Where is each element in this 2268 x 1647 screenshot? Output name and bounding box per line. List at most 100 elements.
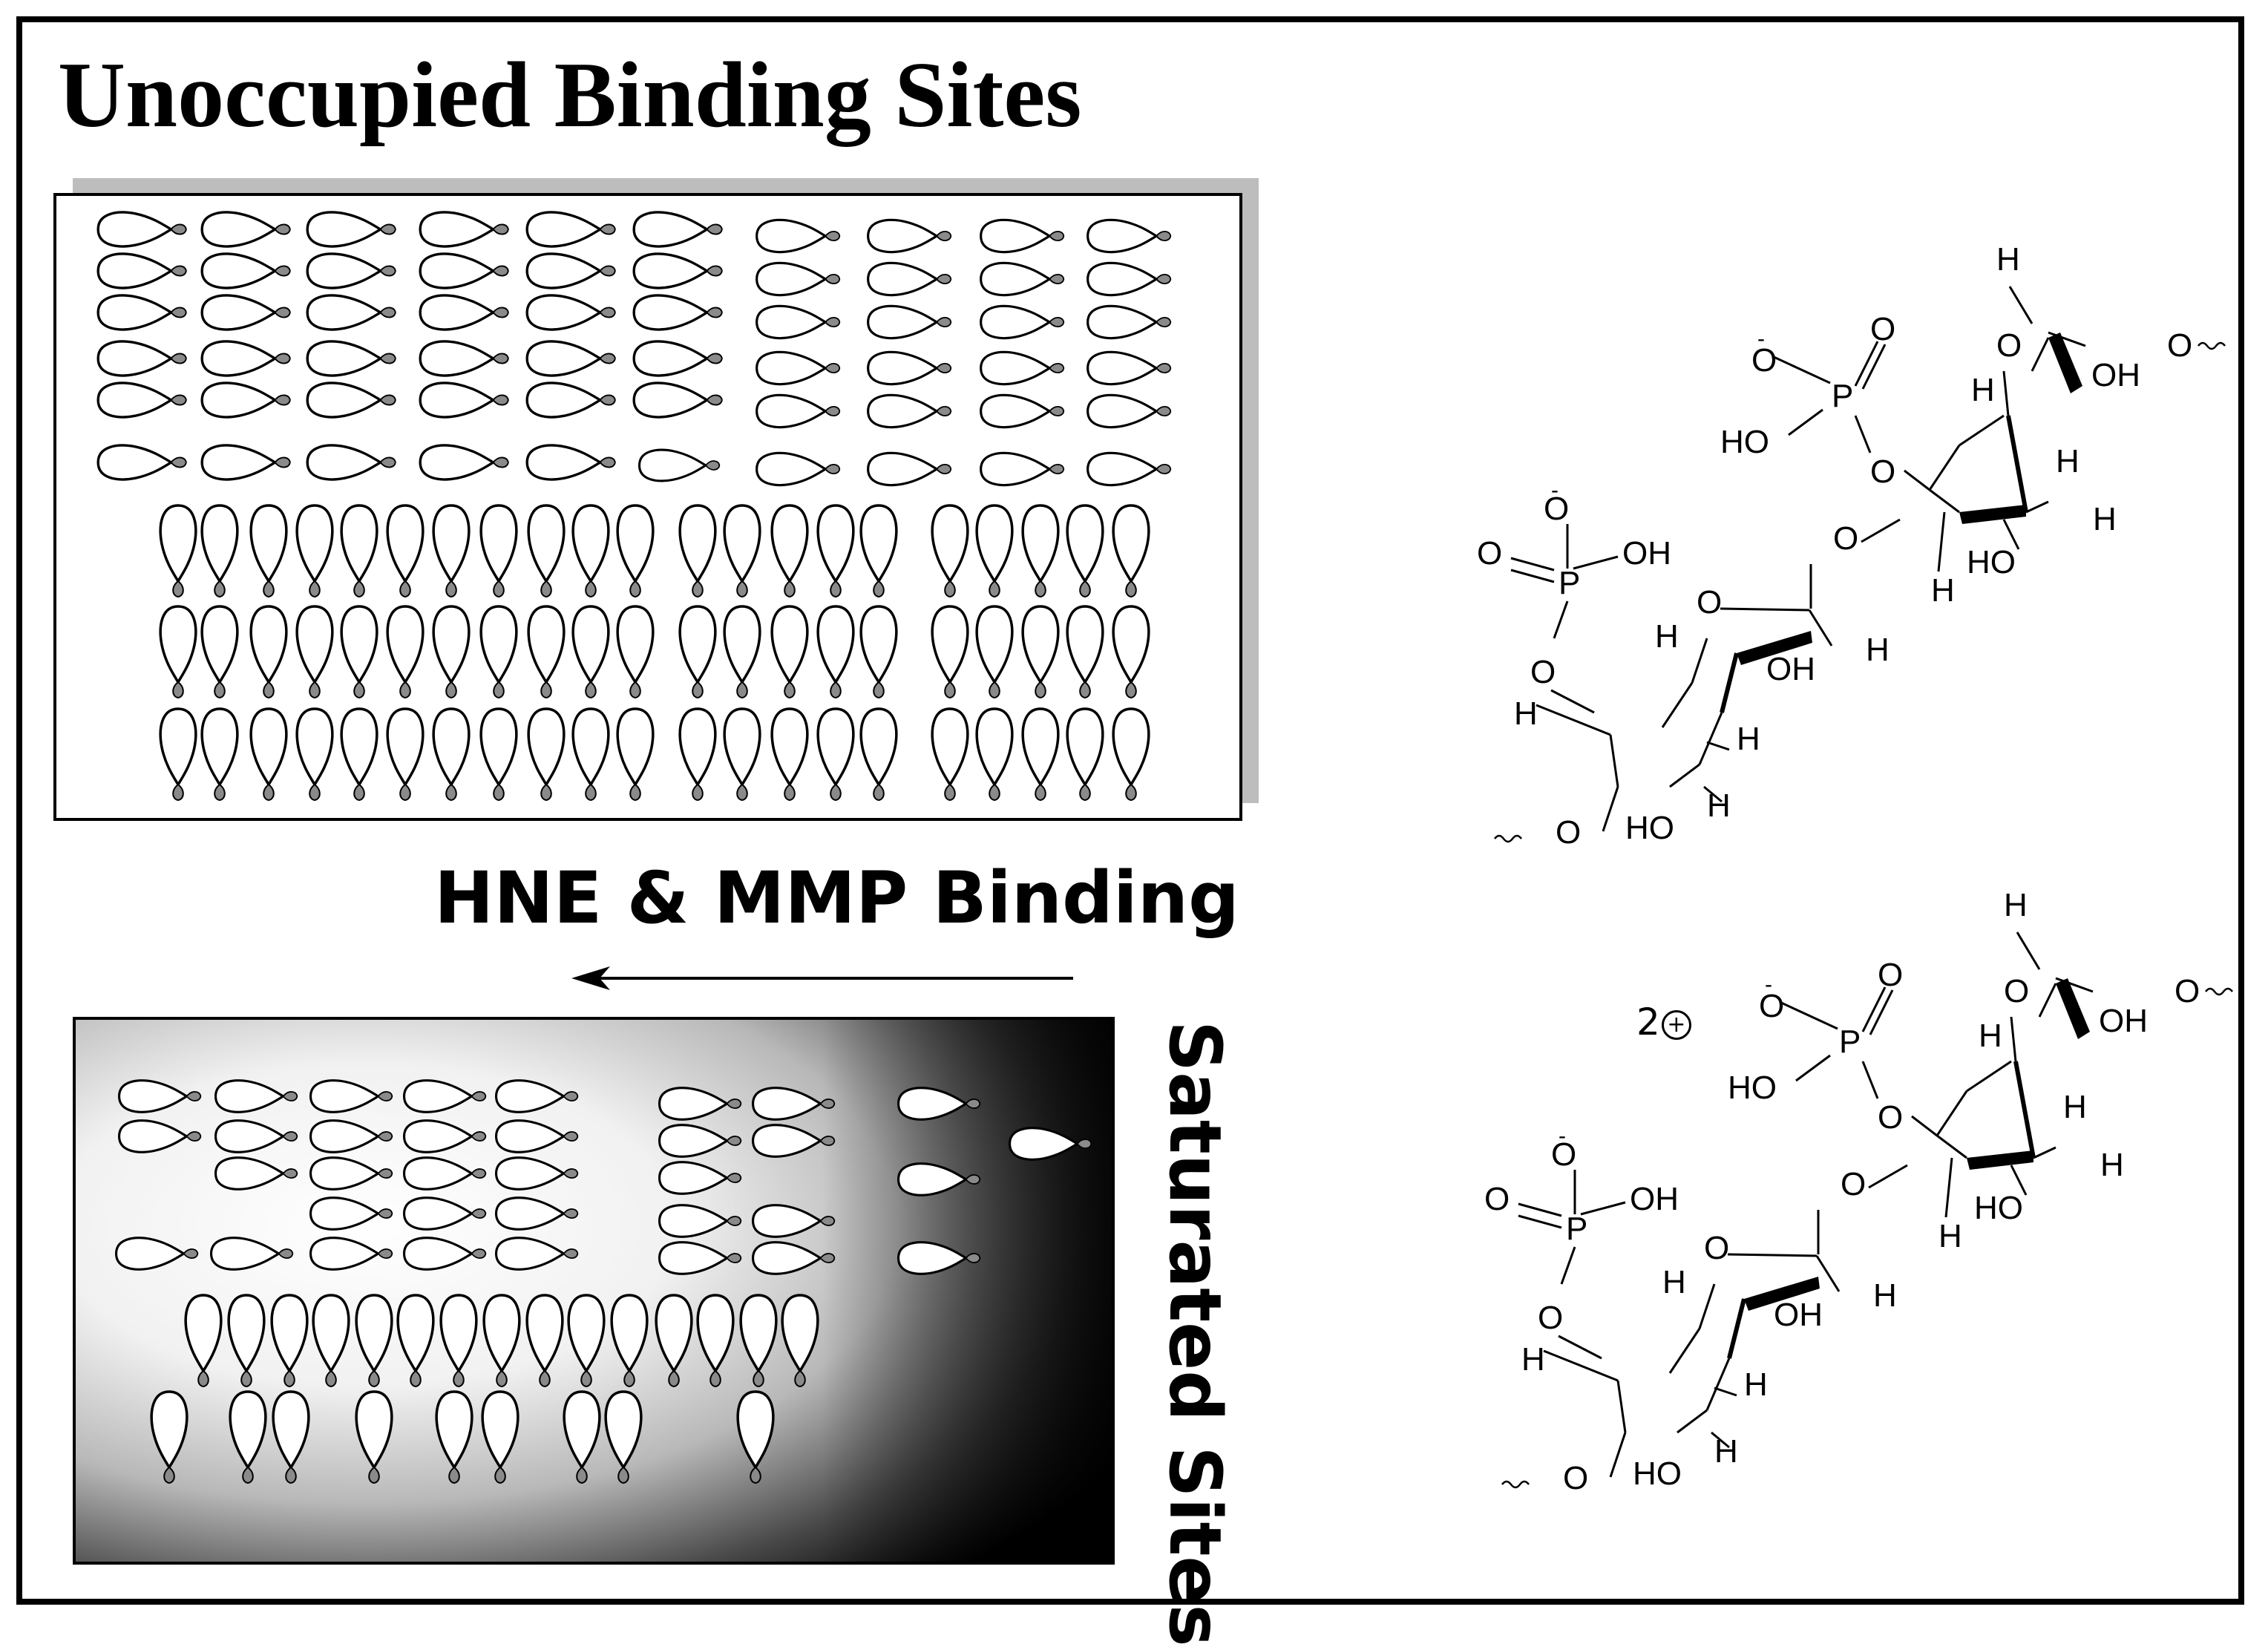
bond-line <box>2013 1061 2036 1159</box>
bond-line <box>1727 1298 1746 1359</box>
bond-line <box>1944 1157 1953 1218</box>
atom-label: O <box>1759 988 1784 1024</box>
atom-label: O <box>2174 973 2200 1009</box>
atom-label: HO <box>1967 544 2016 580</box>
bond-line <box>1536 704 1611 736</box>
atom-label: OH <box>1766 651 1815 687</box>
atom-label: H <box>1873 1277 1897 1314</box>
atom-label: O <box>1477 535 1502 572</box>
bond-line <box>1558 1335 1602 1360</box>
bond-line <box>1609 734 1619 788</box>
bond-line <box>1543 1349 1619 1382</box>
atom-label: - <box>1551 478 1559 502</box>
atom-label: OH <box>2099 1003 2148 1039</box>
atom-label: H <box>1971 372 1995 408</box>
atom-label: O <box>1697 584 1722 621</box>
bond-line <box>1518 1214 1562 1229</box>
charge-label: 2+ <box>1636 1003 1691 1041</box>
atom-label: H <box>2063 1089 2087 1125</box>
atom-label: H <box>1866 632 1890 668</box>
wedge-bond <box>1737 631 1812 665</box>
bond-line <box>1518 1202 1562 1217</box>
atom-label: O <box>1551 1136 1576 1173</box>
positive-charge-icon: + <box>1661 1010 1691 1040</box>
bond-line <box>2033 1146 2056 1159</box>
atom-label: O <box>1878 957 1903 993</box>
wavy-bond-icon <box>1494 834 1522 843</box>
bond-line <box>2002 519 2020 550</box>
bond-line <box>1911 1115 1938 1137</box>
bond-line <box>1854 341 1879 387</box>
atom-label: O <box>2167 327 2192 364</box>
bond-line <box>1788 408 1823 436</box>
atom-label: HO <box>1633 1456 1682 1492</box>
bond-line <box>2038 983 2057 1018</box>
bond-line <box>1691 638 1708 684</box>
atom-label: HO <box>1974 1190 2023 1226</box>
wedge-bond <box>1967 1150 2033 1170</box>
bond-line <box>1510 557 1555 572</box>
bond-line <box>2010 1165 2028 1196</box>
bond-line <box>1868 1164 1908 1189</box>
wedge-bond <box>1744 1277 1820 1311</box>
atom-label: O <box>1833 520 1858 557</box>
bond-line <box>1714 1386 1737 1397</box>
bond-line <box>1698 1283 1716 1329</box>
atom-label: O <box>2004 973 2029 1009</box>
bond-line <box>1861 986 1887 1032</box>
atom-label: H <box>2056 443 2079 479</box>
atom-label: O <box>1878 1099 1903 1136</box>
wavy-bond-icon <box>2197 341 2226 350</box>
bond-line <box>1936 1090 1968 1136</box>
bond-line <box>1553 600 1569 639</box>
bond-line <box>1861 344 1887 390</box>
bond-line <box>1795 1054 1831 1082</box>
bond-line <box>1720 607 1810 612</box>
bond-line <box>2048 331 2086 347</box>
bond-line <box>1779 1001 1838 1030</box>
bond-line <box>1661 682 1694 728</box>
bond-line <box>1904 469 1930 491</box>
atom-label: H <box>2004 887 2028 923</box>
bond-line <box>1668 1328 1701 1374</box>
atom-label: O <box>1538 1300 1563 1336</box>
atom-label: H <box>1979 1018 2002 1054</box>
atom-label: OH <box>1774 1297 1823 1333</box>
atom-label: H <box>1521 1341 1545 1378</box>
atom-label: O <box>1484 1181 1510 1217</box>
bond-line <box>1959 414 2005 447</box>
atom-label: P <box>1839 1024 1861 1060</box>
atom-label: O <box>1841 1166 1866 1202</box>
bond-line <box>1669 763 1700 788</box>
charge-value: 2 <box>1636 1001 1660 1044</box>
atom-label: O <box>1870 311 1895 347</box>
bond-line <box>2031 337 2050 372</box>
bond-line <box>2055 977 2094 993</box>
bond-line <box>1550 689 1595 714</box>
bond-line <box>1698 712 1723 765</box>
bond-line <box>1580 1201 1626 1216</box>
bond-line <box>1854 415 1872 454</box>
bond-line <box>1705 1358 1731 1411</box>
atom-label: O <box>1556 814 1581 851</box>
bond-line <box>2025 500 2049 514</box>
bond-line <box>1928 445 1961 491</box>
bond-line <box>1677 1409 1708 1434</box>
wedge-bond <box>2056 978 2090 1039</box>
bond-line <box>1616 1380 1627 1433</box>
bond-line <box>1703 785 1723 803</box>
atom-label: P <box>1566 1211 1587 1247</box>
atom-label: H <box>1737 721 1760 757</box>
wavy-bond-icon <box>2205 987 2233 996</box>
bond-line <box>1808 609 1833 646</box>
atom-label: H <box>1514 695 1538 732</box>
bond-line <box>1861 518 1901 543</box>
atom-label: H <box>1655 618 1679 655</box>
label-saturated-sites: Saturated Sites <box>1153 1021 1236 1647</box>
atom-label: P <box>1832 378 1853 414</box>
atom-label: H <box>1744 1366 1768 1403</box>
bond-line <box>2006 415 2028 513</box>
bond-line <box>2008 286 2033 324</box>
atom-label: P <box>1559 565 1580 601</box>
